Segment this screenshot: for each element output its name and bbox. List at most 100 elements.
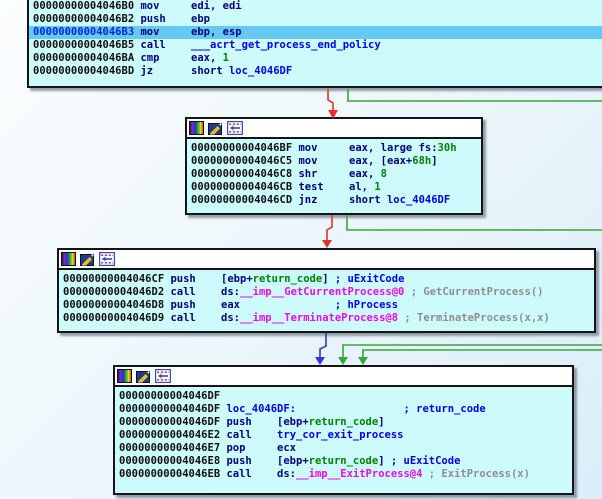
node-body: 00000000004046CF push [ebp+return_code] … [59,270,594,331]
asm-line[interactable]: 00000000004046CB test al, 1 [191,181,477,194]
address: 00000000004046E8 [119,455,227,467]
asm-text-segment: ; hProcess [334,299,399,311]
asm-text-segment: 8 [380,168,387,180]
address: 00000000004046DF [119,403,227,415]
address: 00000000004046BF [191,142,299,154]
asm-text-segment: push [ebp+ [226,455,309,467]
asm-line[interactable]: 00000000004046B0 mov edi, edi [33,0,601,13]
asm-text-segment: ] [378,416,385,428]
asm-line[interactable]: 00000000004046E7 pop ecx [119,442,568,455]
edge-4046D9-next [319,333,327,358]
asm-line[interactable]: 00000000004046D9 call ds:__imp__Terminat… [63,312,590,325]
asm-text-segment: call [226,429,278,441]
address: 00000000004046D2 [63,286,171,298]
address: 00000000004046C5 [191,155,299,167]
asm-text-segment: call ds: [170,286,241,298]
asm-line[interactable]: 00000000004046BD jz short loc_4046DF [33,65,601,78]
asm-line[interactable]: 00000000004046DF loc_4046DF: ; return_co… [119,403,568,416]
edit-icon[interactable] [208,121,224,135]
edge-4046CD-fallthrough [326,215,333,241]
asm-text-segment: ___acrt_get_process_end_policy [191,39,381,51]
asm-text-segment: push [ebp+ [226,416,309,428]
asm-line[interactable]: 00000000004046BF mov eax, large fs:30h [191,142,477,155]
address: 00000000004046CD [191,194,299,206]
edge-4046BD-jz-taken [347,89,602,102]
node-titlebar[interactable] [115,367,572,387]
asm-line-selected[interactable]: 00000000004046B3 mov ebp, esp [29,26,602,39]
asm-text-segment [240,299,335,311]
group-nodes-icon[interactable] [155,369,171,383]
edge-incoming-4046DF-2 [362,349,602,358]
block-4046CF[interactable]: 00000000004046CF push [ebp+return_code] … [57,248,596,333]
asm-line[interactable]: 00000000004046DF [119,390,568,403]
node-titlebar[interactable] [187,119,481,139]
asm-text-segment: mov eax, large fs: [298,142,438,154]
asm-line[interactable]: 00000000004046C8 shr eax, 8 [191,168,477,181]
asm-text-segment: ; uExitCode [334,273,405,285]
asm-text-segment: return_code [308,455,379,467]
edit-icon[interactable] [136,369,152,383]
node-color-icon[interactable] [189,121,205,135]
address: 00000000004046EB [119,468,227,480]
edge-incoming-4046DF-2-arrow [358,357,368,365]
asm-text-segment: __imp__GetCurrentProcess@0 [240,286,405,298]
asm-text-segment: loc_4046DF [386,194,451,206]
asm-line[interactable]: 00000000004046E8 push [ebp+return_code] … [119,455,568,468]
edit-icon[interactable] [80,252,96,266]
address: 00000000004046BD [33,65,141,77]
asm-text-segment: return_code [308,416,379,428]
asm-line[interactable]: 00000000004046B5 call ___acrt_get_proces… [33,39,601,52]
group-nodes-icon[interactable] [227,121,243,135]
address: 00000000004046E7 [119,442,227,454]
asm-text-segment: call ds: [226,468,297,480]
block-4046DF[interactable]: 00000000004046DF 00000000004046DF loc_40… [113,365,574,495]
asm-line[interactable]: 00000000004046DF push [ebp+return_code] [119,416,568,429]
address: 00000000004046D9 [63,312,171,324]
node-body: 00000000004046DF 00000000004046DF loc_40… [115,387,572,493]
node-titlebar[interactable] [59,250,594,270]
asm-text-segment: mov eax, [eax+ [298,155,413,167]
asm-line[interactable]: 00000000004046CF push [ebp+return_code] … [63,273,590,286]
node-color-icon[interactable] [117,369,133,383]
asm-text-segment: jnz short [298,194,387,206]
asm-text-segment: ] [431,155,438,167]
address: 00000000004046D8 [63,299,171,311]
asm-line[interactable]: 00000000004046E2 call try_cor_exit_proce… [119,429,568,442]
node-color-icon[interactable] [61,252,77,266]
edge-4046CD-jnz-taken [346,215,602,231]
asm-line[interactable]: 00000000004046D8 push eax ; hProcess [63,299,590,312]
asm-text-segment: push eax [170,299,241,311]
edge-4046BD-fallthrough [327,89,334,112]
asm-text-segment: 1 [374,181,381,193]
asm-text-segment: ; return_code [403,403,486,415]
address: 00000000004046CB [191,181,299,193]
asm-text-segment: ; uExitCode [390,455,461,467]
asm-text-segment: 68h [412,155,432,167]
address: 00000000004046B3 [33,26,141,38]
address: 00000000004046C8 [191,168,299,180]
asm-line[interactable]: 00000000004046BA cmp eax, 1 [33,52,601,65]
asm-line[interactable]: 00000000004046EB call ds:__imp__ExitProc… [119,468,568,481]
address: 00000000004046DF [119,390,227,402]
address: 00000000004046DF [119,416,227,428]
address: 00000000004046B5 [33,39,141,51]
asm-text-segment: ] [378,455,391,467]
asm-line[interactable]: 00000000004046B2 push ebp [33,13,601,26]
asm-text-segment: __imp__TerminateProcess@8 [240,312,399,324]
asm-text-segment: mov edi, edi [140,0,242,12]
asm-text-segment: mov ebp, esp [140,26,242,38]
asm-line[interactable]: 00000000004046D2 call ds:__imp__GetCurre… [63,286,590,299]
group-nodes-icon[interactable] [99,252,115,266]
asm-text-segment: return_code [252,273,323,285]
asm-line[interactable]: 00000000004046CD jnz short loc_4046DF [191,194,477,207]
asm-line[interactable]: 00000000004046C5 mov eax, [eax+68h] [191,155,477,168]
asm-text-segment: test al, [298,181,375,193]
asm-text-segment: ; GetCurrentProcess() [410,286,544,298]
asm-text-segment: 30h [437,142,457,154]
asm-text-segment: push ebp [140,13,211,25]
